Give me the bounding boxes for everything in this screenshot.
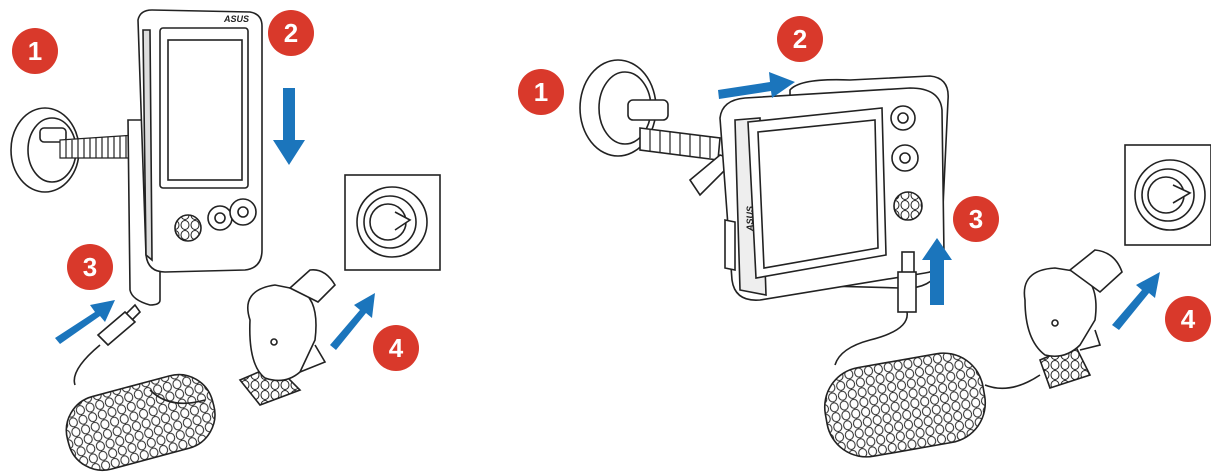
right-brand-logo: ASUS [745, 206, 755, 232]
right-step-4-label: 4 [1180, 303, 1196, 334]
left-car-charger-icon [65, 268, 337, 471]
left-brand-logo: ASUS [223, 14, 249, 24]
left-step-1-label: 1 [27, 35, 43, 66]
left-step-3-badge: 3 [67, 244, 113, 290]
left-pda-device-icon: ASUS [127, 9, 263, 306]
right-step-1-badge: 1 [518, 69, 564, 115]
right-step-2-badge: 2 [777, 16, 823, 62]
right-arrow-icon [718, 72, 1160, 330]
left-step-3-label: 3 [82, 251, 98, 282]
right-step-2-label: 2 [792, 23, 808, 54]
left-step-4-label: 4 [388, 332, 404, 363]
right-car-charger-icon [823, 249, 1123, 458]
right-step-4-badge: 4 [1165, 296, 1211, 342]
left-step-4-badge: 4 [373, 325, 419, 371]
left-power-socket-icon [344, 174, 441, 271]
right-pda-device-icon: ASUS [719, 75, 949, 301]
right-step-3-badge: 3 [953, 196, 999, 242]
right-step-3-label: 3 [968, 203, 984, 234]
left-step-1-badge: 1 [12, 28, 58, 74]
right-power-socket-icon [1124, 144, 1211, 246]
left-arrow-icon [55, 88, 375, 350]
left-suction-mount-icon [10, 107, 136, 193]
right-suction-mount-icon [579, 59, 737, 197]
left-step-2-badge: 2 [268, 10, 314, 56]
left-step-2-label: 2 [283, 17, 299, 48]
right-step-1-label: 1 [533, 76, 549, 107]
